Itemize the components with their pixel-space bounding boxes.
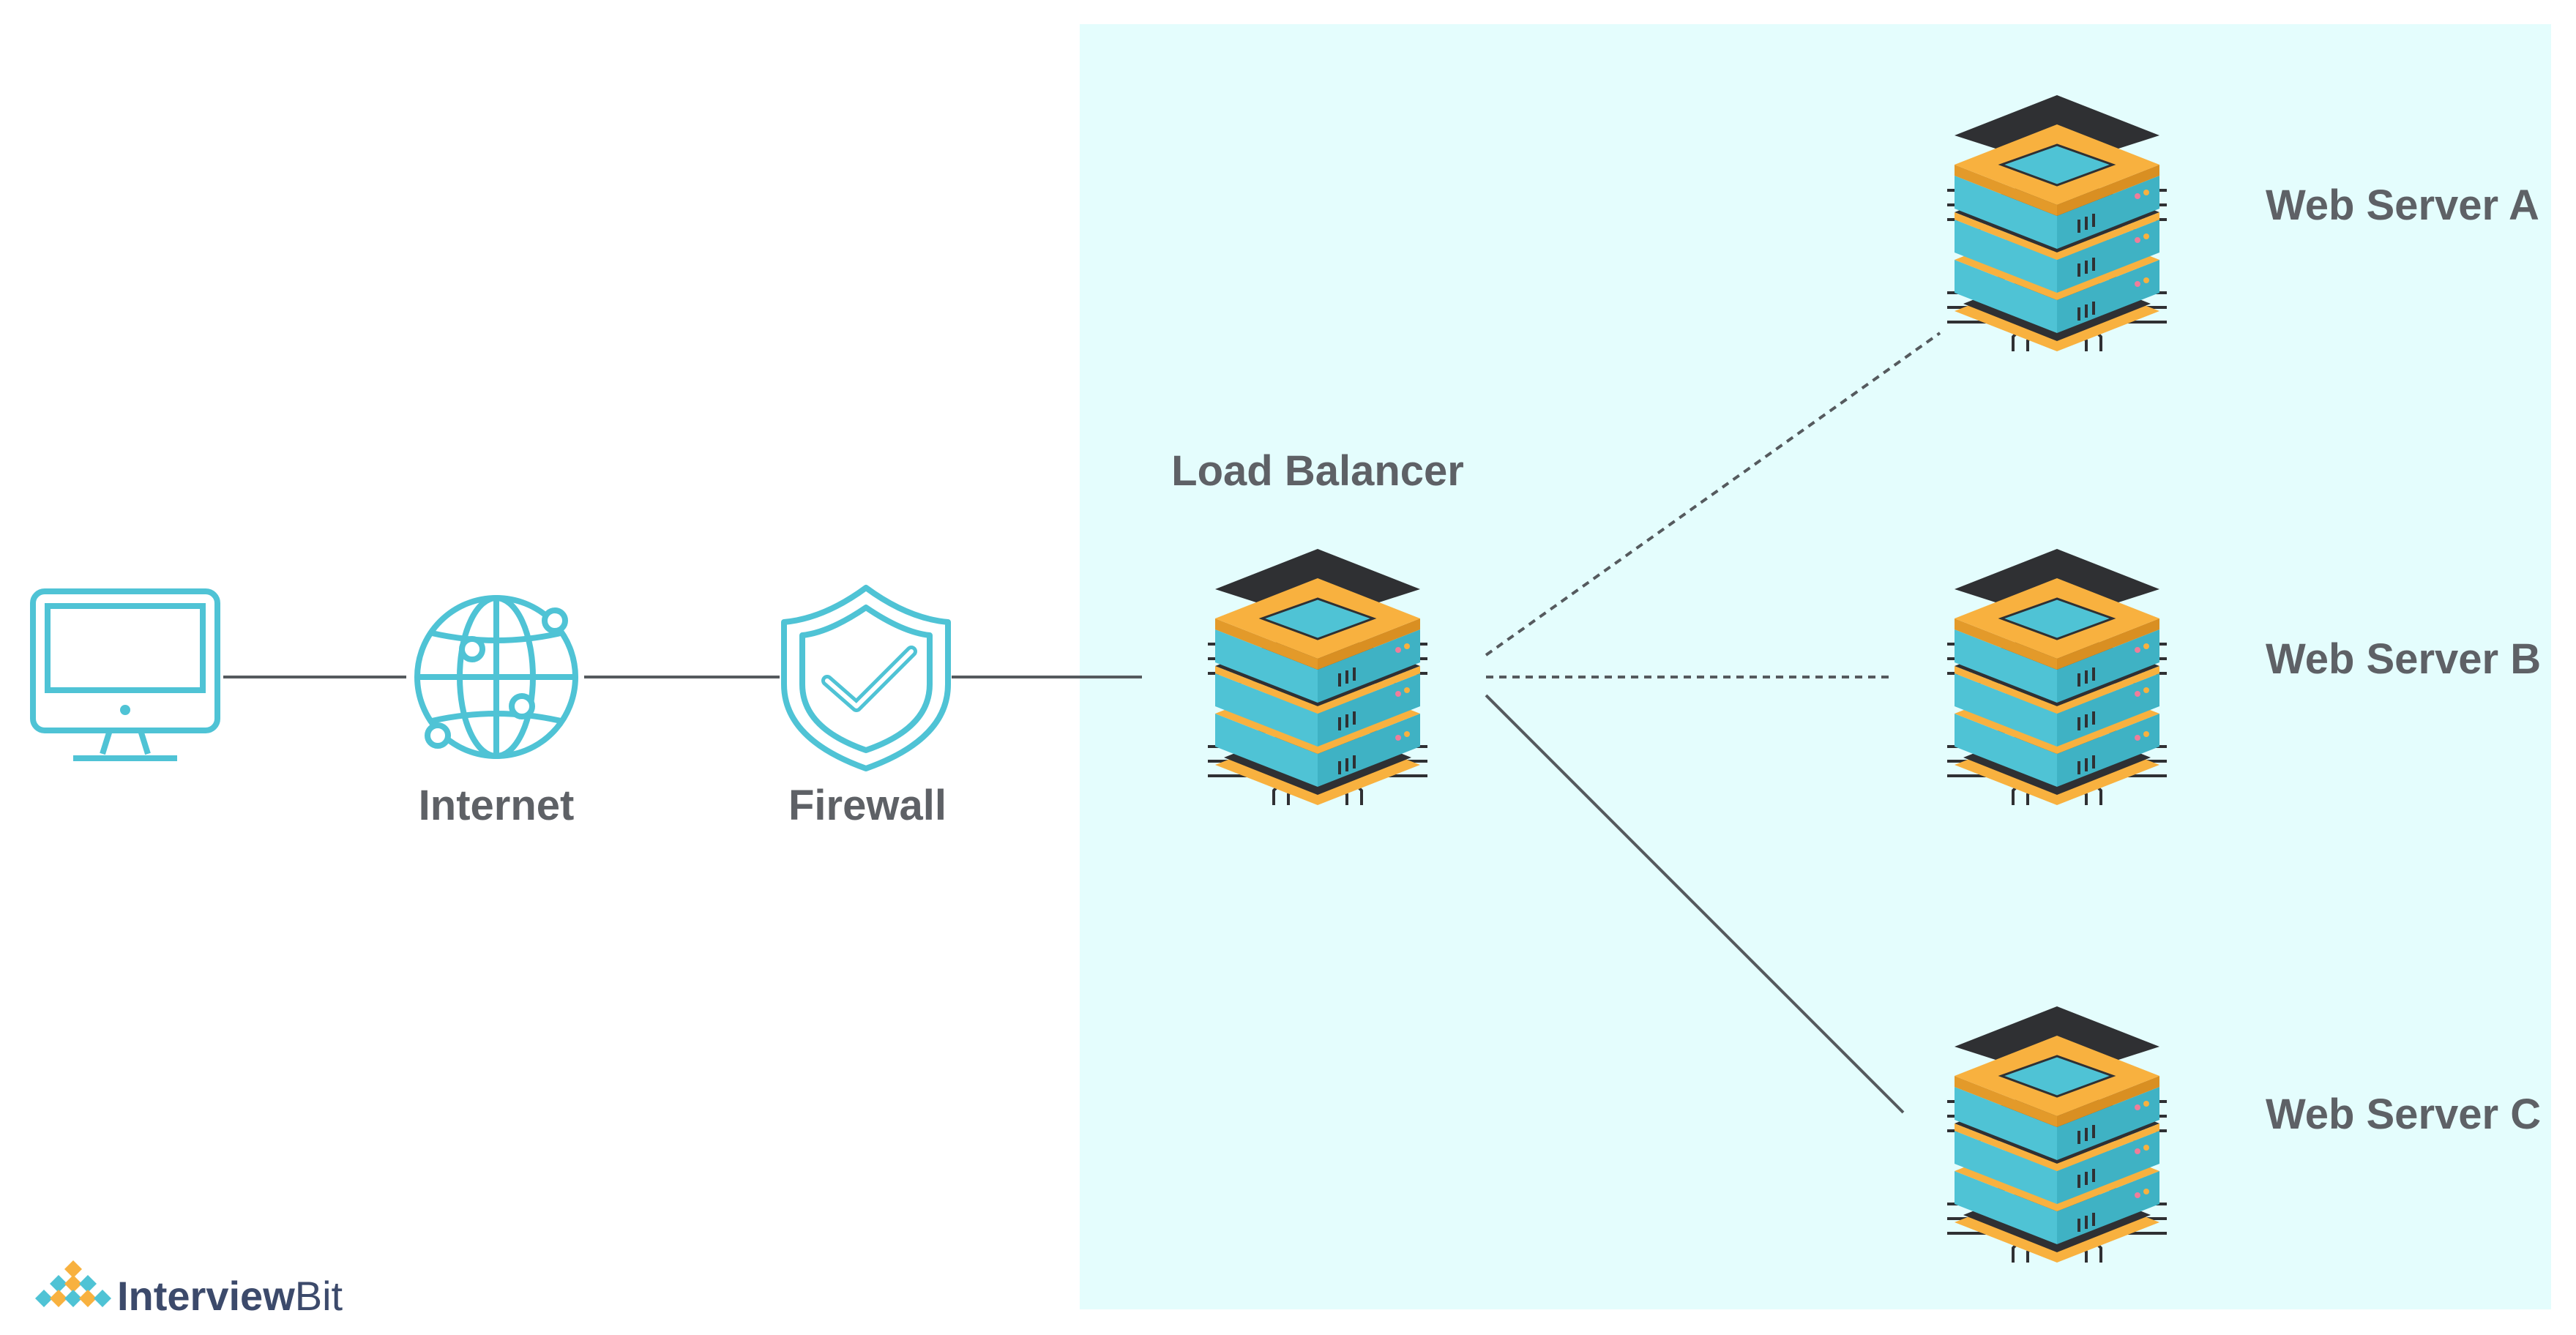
- interviewbit-logo-icon: InterviewBit: [35, 1260, 343, 1319]
- brand-name-prefix: Interview: [117, 1273, 295, 1319]
- connections: [223, 332, 1941, 1114]
- server-a-label: Web Server A: [2266, 182, 2539, 229]
- line-balancer-server-c: [1485, 694, 1905, 1114]
- server-b-label: Web Server B: [2266, 635, 2541, 683]
- internet-label: Internet: [419, 782, 575, 829]
- server-b-server-stack-icon: [1946, 547, 2168, 807]
- load-balancer-server-stack-icon: [1206, 547, 1429, 807]
- server-c-label: Web Server C: [2266, 1091, 2541, 1138]
- desktop-computer-icon: [30, 588, 220, 761]
- firewall-label: Firewall: [788, 782, 947, 829]
- server-a-server-stack-icon: [1946, 94, 2168, 353]
- server-c-server-stack-icon: [1946, 1005, 2168, 1264]
- load-balancer-label: Load Balancer: [1171, 447, 1464, 495]
- shield-check-icon: [781, 585, 951, 771]
- line-balancer-server-a: [1485, 332, 1941, 657]
- brand-name-suffix: Bit: [295, 1273, 343, 1319]
- globe-icon: [414, 595, 578, 759]
- svg-text:InterviewBit: InterviewBit: [117, 1273, 343, 1319]
